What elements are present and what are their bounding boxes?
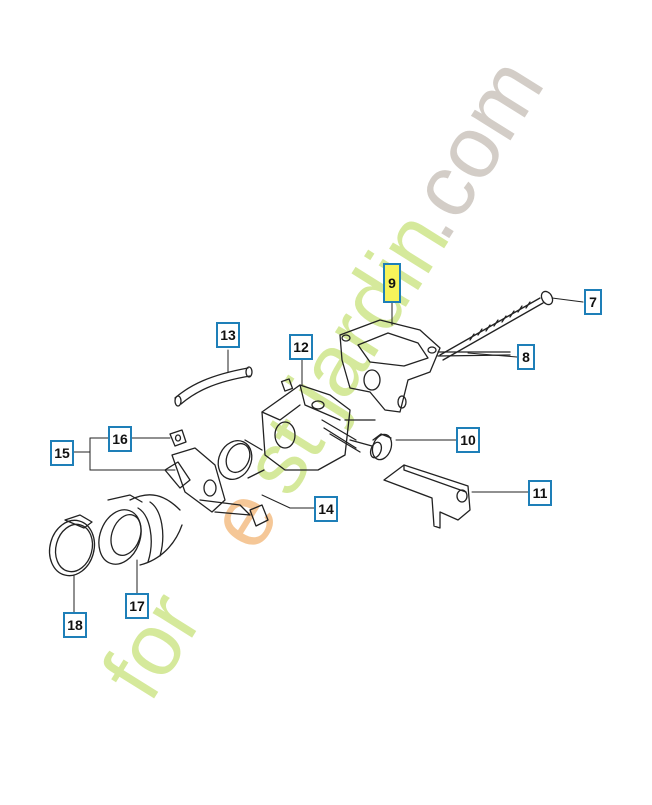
boot-part-17 xyxy=(98,494,183,566)
callout-8[interactable]: 8 xyxy=(517,344,535,370)
callout-18[interactable]: 18 xyxy=(63,612,87,638)
fitting-part-10 xyxy=(369,433,393,461)
callout-9[interactable]: 9 xyxy=(383,263,401,303)
callout-14[interactable]: 14 xyxy=(314,496,338,522)
lever-part-11 xyxy=(383,464,471,529)
hose-part-13 xyxy=(174,366,253,407)
bolt-part-7 xyxy=(439,290,554,361)
callout-12[interactable]: 12 xyxy=(289,334,313,360)
clamp-part-18 xyxy=(48,514,96,577)
callout-15[interactable]: 15 xyxy=(50,440,74,466)
callout-7[interactable]: 7 xyxy=(584,289,602,315)
watermark-logo: for e st jard in .com xyxy=(82,41,562,715)
flange-part-9 xyxy=(339,319,441,413)
clip-part-16 xyxy=(169,429,187,447)
callout-13[interactable]: 13 xyxy=(216,322,240,348)
callout-17[interactable]: 17 xyxy=(125,593,149,619)
carburetor-part-12 xyxy=(261,378,376,471)
callout-16[interactable]: 16 xyxy=(108,426,132,452)
collar-part-14 xyxy=(217,439,269,527)
callout-10[interactable]: 10 xyxy=(456,427,480,453)
bracket-part-15 xyxy=(164,447,251,516)
callout-11[interactable]: 11 xyxy=(528,480,552,506)
leader-lines xyxy=(71,294,584,613)
svg-text:for: for xyxy=(82,576,220,716)
